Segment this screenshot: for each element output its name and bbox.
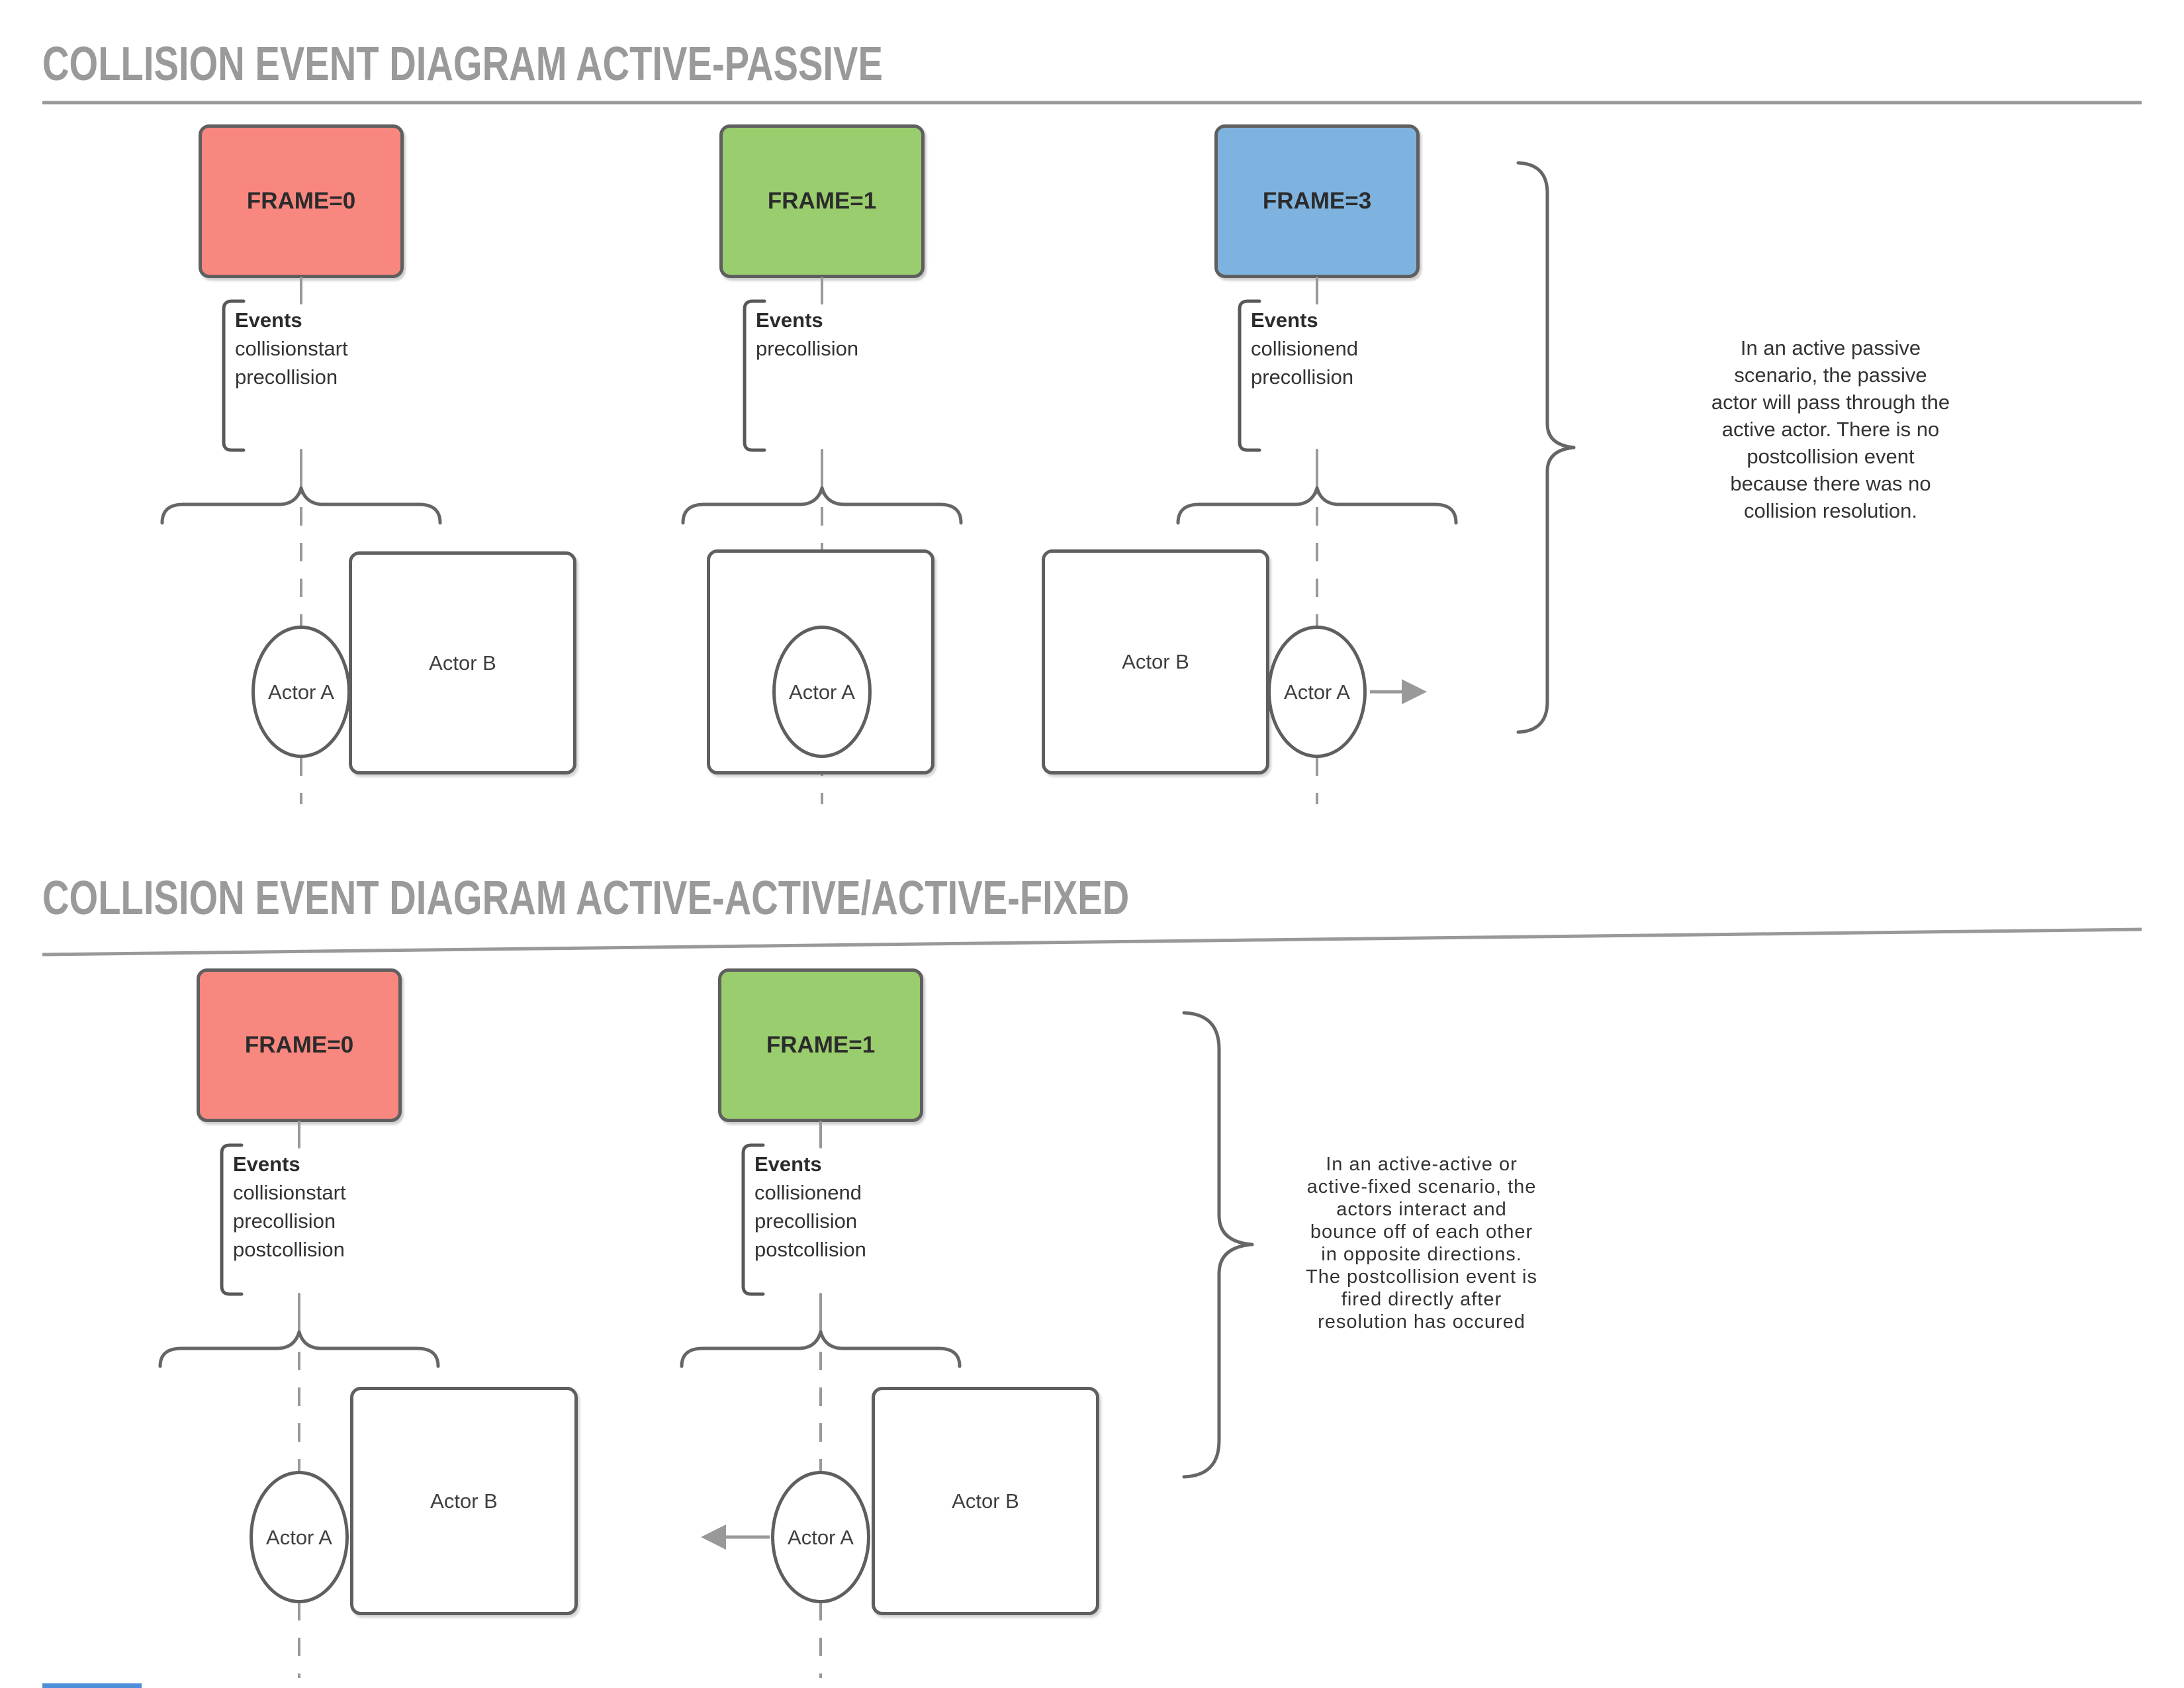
section-note: In an active passive scenario, the passi… — [1608, 334, 2053, 524]
actor-a-circle: Actor A — [1267, 626, 1367, 758]
curly-brace-right-section2 — [1182, 1011, 1254, 1479]
events-title: Events — [756, 308, 823, 332]
event-item: collisionend — [754, 1181, 862, 1204]
event-item: collisionstart — [233, 1181, 346, 1204]
events-list: Events collisionstart precollision — [235, 306, 420, 391]
note-line: In an active passive — [1740, 336, 1921, 359]
frame-label: FRAME=1 — [766, 1032, 876, 1058]
frame-label: FRAME=0 — [244, 1032, 354, 1058]
actor-a-circle: Actor A — [251, 626, 351, 758]
events-title: Events — [754, 1152, 822, 1176]
note-line: scenario, the passive — [1734, 363, 1927, 387]
curly-brace-up — [158, 1330, 440, 1368]
frame-box-0: FRAME=0 — [197, 968, 402, 1122]
actor-a-label: Actor A — [268, 680, 334, 704]
section-title-active-active-fixed: COLLISION EVENT DIAGRAM ACTIVE-ACTIVE/AC… — [42, 872, 1130, 925]
note-line: resolution has occured — [1318, 1311, 1525, 1333]
note-line: because there was no — [1730, 472, 1931, 495]
actor-a-label: Actor A — [788, 1525, 854, 1549]
actor-a-label: Actor A — [1284, 680, 1350, 704]
event-item: precollision — [235, 365, 338, 389]
frame-box-1: FRAME=1 — [719, 124, 925, 278]
event-item: postcollision — [233, 1238, 345, 1261]
section-title-active-passive: COLLISION EVENT DIAGRAM ACTIVE-PASSIVE — [42, 38, 883, 91]
note-line: postcollision event — [1747, 445, 1915, 468]
actor-a-label: Actor A — [789, 680, 855, 704]
event-item: precollision — [233, 1209, 336, 1233]
note-line: The postcollision event is — [1306, 1266, 1537, 1288]
note-line: actors interact and — [1336, 1199, 1507, 1220]
event-item: precollision — [756, 337, 859, 360]
note-line: In an active-active or — [1326, 1154, 1518, 1175]
note-line: active-fixed scenario, the — [1306, 1176, 1537, 1197]
event-item: collisionstart — [235, 337, 348, 360]
actor-a-label: Actor A — [266, 1525, 332, 1549]
event-item: collisionend — [1251, 337, 1358, 360]
events-list: Events collisionstart precollision postc… — [233, 1150, 418, 1264]
curly-brace-right-section1 — [1516, 161, 1576, 734]
frame-box-0: FRAME=0 — [199, 124, 404, 278]
event-item: precollision — [1251, 365, 1354, 389]
bottom-blue-bar — [42, 1683, 142, 1688]
motion-arrow-head-right — [1402, 679, 1427, 704]
actor-b-label: Actor B — [430, 1489, 498, 1513]
actor-a-circle: Actor A — [250, 1471, 349, 1603]
note-line: in opposite directions. — [1321, 1244, 1522, 1265]
actor-a-circle: Actor A — [771, 1471, 870, 1603]
events-list: Events collisionend precollision — [1251, 306, 1436, 391]
events-list: Events precollision — [756, 306, 941, 363]
actor-b-label: Actor B — [952, 1489, 1019, 1513]
curly-brace-up — [680, 1330, 962, 1368]
actor-b-rect: Actor B — [1042, 549, 1269, 774]
note-line: collision resolution. — [1744, 499, 1917, 522]
curly-brace-up — [681, 486, 963, 525]
section-note: In an active-active or active-fixed scen… — [1263, 1153, 1580, 1333]
events-title: Events — [1251, 308, 1318, 332]
note-line: bounce off of each other — [1310, 1221, 1533, 1243]
event-item: precollision — [754, 1209, 858, 1233]
curly-brace-up — [1176, 486, 1458, 525]
actor-b-rect: Actor B — [350, 1387, 578, 1615]
divider-line-slanted — [42, 927, 2142, 957]
events-list: Events collisionend precollision postcol… — [754, 1150, 940, 1264]
frame-box-1: FRAME=1 — [718, 968, 923, 1122]
actor-b-label: Actor B — [429, 651, 496, 675]
actor-b-label: Actor B — [1122, 650, 1189, 673]
note-line: active actor. There is no — [1721, 418, 1940, 441]
events-title: Events — [235, 308, 302, 332]
frame-label: FRAME=1 — [767, 188, 877, 214]
frame-box-3: FRAME=3 — [1214, 124, 1420, 278]
note-line: actor will pass through the — [1711, 391, 1950, 414]
actor-a-circle: Actor A — [772, 626, 872, 758]
note-line: fired directly after — [1341, 1289, 1502, 1310]
actor-b-rect: Actor B — [349, 551, 576, 774]
frame-label: FRAME=3 — [1262, 188, 1372, 214]
events-title: Events — [233, 1152, 300, 1176]
actor-b-rect: Actor B — [872, 1387, 1099, 1615]
frame-label: FRAME=0 — [246, 188, 356, 214]
curly-brace-up — [160, 486, 442, 525]
motion-arrow-head-left — [701, 1524, 726, 1550]
event-item: postcollision — [754, 1238, 866, 1261]
events-brackets — [220, 299, 1261, 1296]
